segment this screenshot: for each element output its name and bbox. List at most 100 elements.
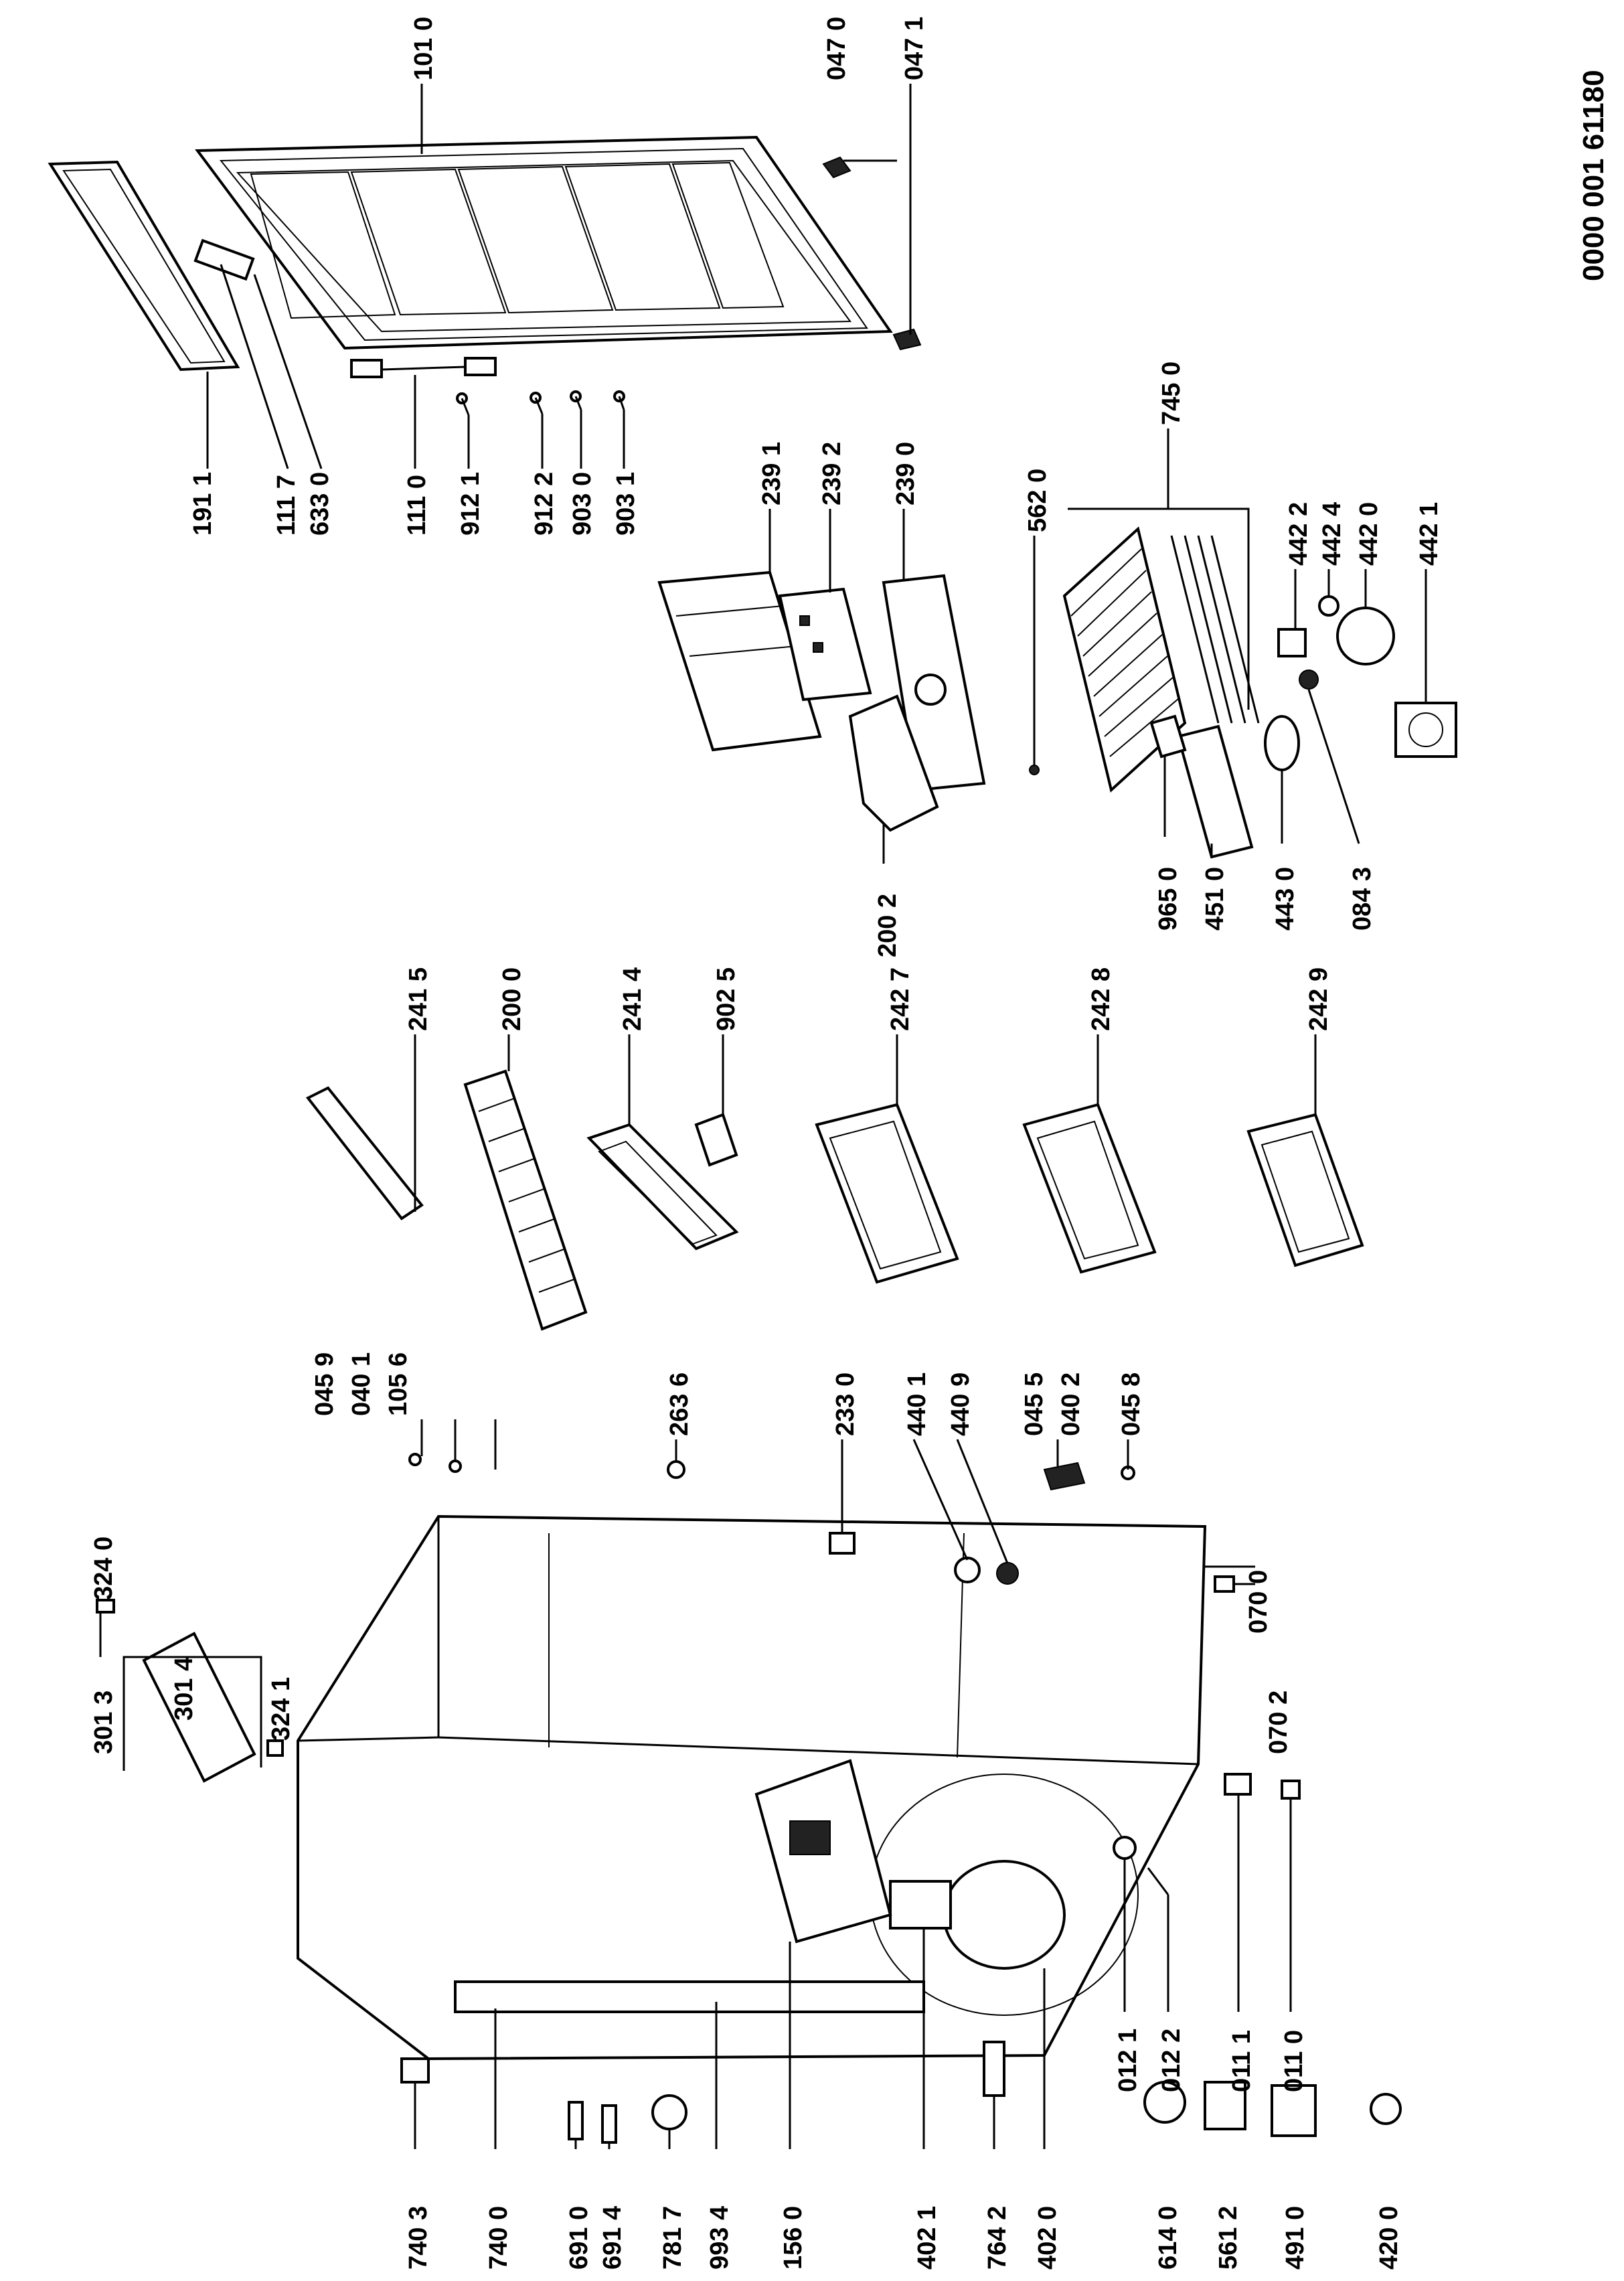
label-965-0: 965 0 bbox=[1154, 867, 1182, 931]
label-301-4: 301 4 bbox=[170, 1657, 198, 1721]
fan-motor-icon bbox=[1336, 607, 1395, 665]
label-633-0: 633 0 bbox=[306, 472, 334, 536]
part-233-0-icon bbox=[829, 1532, 856, 1555]
part-047-0-icon bbox=[822, 156, 851, 179]
label-263-6: 263 6 bbox=[665, 1372, 694, 1436]
wire-shelf bbox=[463, 1069, 588, 1331]
part-324-0-icon bbox=[96, 1599, 115, 1614]
part-047-1-icon bbox=[892, 328, 922, 351]
condenser bbox=[454, 1980, 925, 2013]
drawer-242-9 bbox=[1246, 1113, 1364, 1267]
fan-nut-icon bbox=[1299, 670, 1319, 690]
label-740-3: 740 3 bbox=[404, 2206, 432, 2270]
fan-bracket-icon bbox=[1277, 628, 1307, 657]
label-440-1: 440 1 bbox=[903, 1372, 931, 1436]
label-239-2: 239 2 bbox=[818, 442, 846, 505]
label-912-1: 912 1 bbox=[457, 472, 485, 536]
label-691-4: 691 4 bbox=[598, 2206, 627, 2270]
label-443-0: 443 0 bbox=[1271, 867, 1299, 931]
label-105-6: 105 6 bbox=[384, 1352, 412, 1416]
compressor-icon bbox=[943, 1860, 1066, 1970]
label-764-2: 764 2 bbox=[983, 2206, 1011, 2270]
label-491-0: 491 0 bbox=[1281, 2206, 1309, 2270]
label-239-0: 239 0 bbox=[892, 442, 920, 505]
label-012-2: 012 2 bbox=[1157, 2029, 1186, 2092]
part-420-0-icon bbox=[1370, 2093, 1402, 2125]
door-outer bbox=[195, 135, 893, 350]
label-241-4: 241 4 bbox=[619, 967, 647, 1031]
part-740-3-icon bbox=[400, 2057, 430, 2083]
hinge-040-2-icon bbox=[1043, 1462, 1086, 1491]
part-263-6-icon bbox=[667, 1460, 685, 1479]
part-614-0-icon bbox=[1143, 2081, 1186, 2124]
label-903-1: 903 1 bbox=[612, 472, 640, 536]
label-324-0: 324 0 bbox=[90, 1537, 118, 1600]
hinge-plate-right bbox=[464, 357, 497, 376]
label-045-8: 045 8 bbox=[1117, 1372, 1145, 1436]
label-047-1: 047 1 bbox=[900, 17, 928, 80]
label-156-0: 156 0 bbox=[779, 2206, 807, 2270]
light-module bbox=[142, 1632, 256, 1783]
label-903-0: 903 0 bbox=[568, 472, 596, 536]
label-442-1: 442 1 bbox=[1415, 502, 1443, 566]
drawer-242-8 bbox=[1022, 1103, 1157, 1274]
label-440-9: 440 9 bbox=[947, 1372, 975, 1436]
label-993-4: 993 4 bbox=[706, 2206, 734, 2270]
label-200-2: 200 2 bbox=[874, 894, 902, 957]
door-handle-part bbox=[193, 238, 255, 281]
part-691-4-icon bbox=[601, 2104, 617, 2144]
part-011-0-icon bbox=[1281, 1780, 1301, 1800]
label-242-7: 242 7 bbox=[886, 967, 914, 1031]
cabinet-assembly bbox=[96, 1419, 1402, 2149]
part-965-0-icon bbox=[1149, 714, 1187, 759]
label-420-0: 420 0 bbox=[1375, 2206, 1403, 2270]
part-012-1-icon bbox=[1113, 1836, 1137, 1860]
heater-element bbox=[1176, 724, 1254, 859]
fan-washer-icon bbox=[1318, 595, 1339, 617]
label-402-1: 402 1 bbox=[913, 2206, 941, 2270]
door-gasket bbox=[48, 160, 240, 372]
part-070-2-icon bbox=[1214, 1575, 1235, 1593]
label-191-1: 191 1 bbox=[189, 472, 217, 536]
part-440-1-icon bbox=[954, 1557, 981, 1583]
control-cover-panel bbox=[657, 570, 822, 752]
label-562-0: 562 0 bbox=[1024, 469, 1052, 532]
part-691-0-icon bbox=[568, 2101, 584, 2140]
part-324-1-icon bbox=[266, 1739, 284, 1757]
label-233-0: 233 0 bbox=[831, 1372, 860, 1436]
label-011-0: 011 0 bbox=[1280, 2030, 1308, 2092]
air-duct-part bbox=[848, 694, 939, 832]
drawer-242-7 bbox=[815, 1103, 959, 1284]
label-301-3: 301 3 bbox=[90, 1690, 118, 1754]
label-451-0: 451 0 bbox=[1201, 867, 1229, 931]
label-084-3: 084 3 bbox=[1348, 867, 1376, 931]
label-614-0: 614 0 bbox=[1154, 2206, 1182, 2270]
label-011-1: 011 1 bbox=[1228, 2030, 1256, 2092]
control-and-evaporator-group bbox=[657, 428, 1457, 864]
part-902-5-icon bbox=[694, 1113, 738, 1167]
label-040-2: 040 2 bbox=[1057, 1372, 1085, 1436]
label-047-0: 047 0 bbox=[823, 17, 851, 80]
label-902-5: 902 5 bbox=[712, 967, 740, 1031]
label-111-7: 111 7 bbox=[272, 475, 301, 536]
cabinet-body bbox=[297, 1514, 1207, 2061]
label-242-8: 242 8 bbox=[1087, 967, 1115, 1031]
label-561-2: 561 2 bbox=[1214, 2206, 1242, 2270]
shelves-and-drawers bbox=[305, 1034, 1364, 1331]
part-764-2-icon bbox=[983, 2041, 1005, 2097]
label-045-9: 045 9 bbox=[311, 1352, 339, 1416]
hinge-plate-left bbox=[350, 359, 383, 378]
label-040-1: 040 1 bbox=[347, 1352, 376, 1416]
fan-housing-icon bbox=[1394, 702, 1457, 758]
label-781-7: 781 7 bbox=[659, 2206, 687, 2270]
compressor-relay-icon bbox=[889, 1880, 952, 1930]
part-491-0-icon bbox=[1271, 2084, 1317, 2137]
fan-blade-icon bbox=[1264, 715, 1300, 771]
label-740-0: 740 0 bbox=[485, 2206, 513, 2270]
part-440-9-icon bbox=[996, 1562, 1019, 1585]
label-691-0: 691 0 bbox=[565, 2206, 593, 2270]
part-011-1-icon bbox=[1224, 1773, 1252, 1796]
label-111-0: 111 0 bbox=[403, 475, 431, 536]
document-reference-number: 0000 001 61180 bbox=[1577, 70, 1610, 281]
